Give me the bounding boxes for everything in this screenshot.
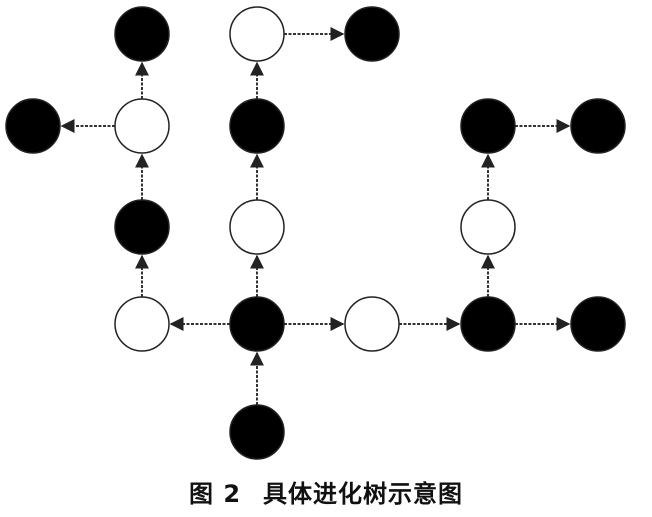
empty-node-l1 bbox=[114, 296, 170, 352]
empty-node-r3b bbox=[460, 199, 516, 255]
filled-node-r3a bbox=[570, 296, 626, 352]
edges-layer bbox=[60, 27, 571, 405]
filled-node-m2 bbox=[229, 98, 285, 154]
empty-node-l3 bbox=[114, 98, 170, 154]
filled-node-l4a bbox=[114, 6, 170, 62]
figure-title: 具体进化树示意图 bbox=[263, 480, 464, 508]
filled-node-r4 bbox=[460, 98, 516, 154]
filled-node-l2 bbox=[114, 199, 170, 255]
empty-node-r1 bbox=[344, 296, 400, 352]
filled-node-l4b bbox=[5, 98, 61, 154]
filled-node-r2 bbox=[460, 296, 516, 352]
empty-node-m1 bbox=[229, 199, 285, 255]
filled-node-m4 bbox=[344, 6, 400, 62]
empty-node-m3 bbox=[229, 6, 285, 62]
nodes-layer bbox=[5, 6, 626, 460]
filled-node-hub bbox=[229, 296, 285, 352]
filled-node-r5 bbox=[570, 98, 626, 154]
figure-label: 图 2 bbox=[188, 480, 242, 508]
figure-caption: 图 2 具体进化树示意图 bbox=[0, 474, 652, 509]
evolution-tree-diagram bbox=[5, 6, 626, 460]
filled-node-root bbox=[229, 404, 285, 460]
